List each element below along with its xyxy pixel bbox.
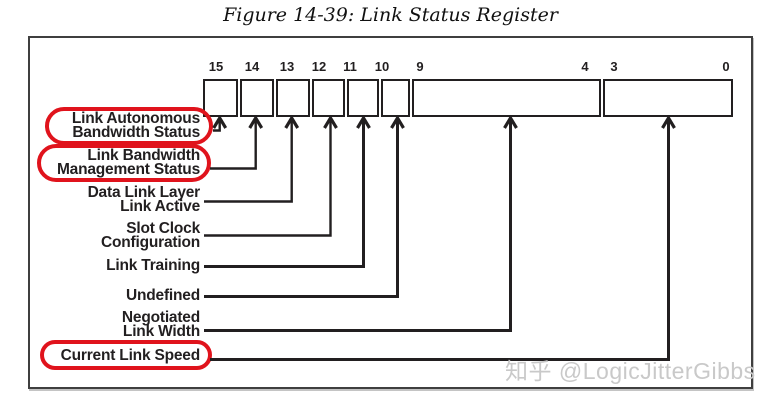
bit-number-14: 14 xyxy=(244,59,260,74)
bit-number-4: 4 xyxy=(581,59,589,74)
field-label-undefined: Undefined xyxy=(126,287,200,304)
highlight-ellipse-current-link-speed xyxy=(40,340,212,370)
bit-field-box-10 xyxy=(381,79,410,117)
field-label-current-link-speed: Current Link Speed xyxy=(60,347,201,364)
bit-number-10: 10 xyxy=(374,59,390,74)
bit-number-12: 12 xyxy=(311,59,327,74)
bit-field-box-15 xyxy=(203,79,238,117)
watermark: 知乎 @LogicJitterGibbs xyxy=(505,358,756,384)
bit-number-15: 15 xyxy=(208,59,224,74)
field-label-negotiated-link-width: Negotiated Link Width xyxy=(121,309,200,340)
bit-number-0: 0 xyxy=(722,59,730,74)
bit-number-3: 3 xyxy=(610,59,618,74)
figure-title: Figure 14-39: Link Status Register xyxy=(223,4,558,26)
field-label-slot-clock-configuration: Slot Clock Configuration xyxy=(101,220,200,251)
field-label-link-training: Link Training xyxy=(106,257,200,274)
bit-field-box-11 xyxy=(347,79,379,117)
bit-number-13: 13 xyxy=(279,59,295,74)
bit-number-9: 9 xyxy=(416,59,424,74)
bit-field-box-3-0 xyxy=(603,79,733,117)
bit-field-box-13 xyxy=(276,79,310,117)
bit-field-box-9-4 xyxy=(412,79,601,117)
field-label-data-link-layer-link-active: Data Link Layer Link Active xyxy=(87,184,201,215)
highlight-ellipse-link-autonomous-bandwidth-status xyxy=(45,107,213,145)
bit-field-box-14 xyxy=(240,79,274,117)
field-label-link-autonomous-bandwidth-status: Link Autonomous Bandwidth Status xyxy=(71,110,200,141)
bit-number-11: 11 xyxy=(343,59,357,74)
diagram-frame xyxy=(28,36,753,389)
highlight-ellipse-link-bandwidth-management-status xyxy=(37,144,211,182)
bit-field-box-12 xyxy=(312,79,345,117)
